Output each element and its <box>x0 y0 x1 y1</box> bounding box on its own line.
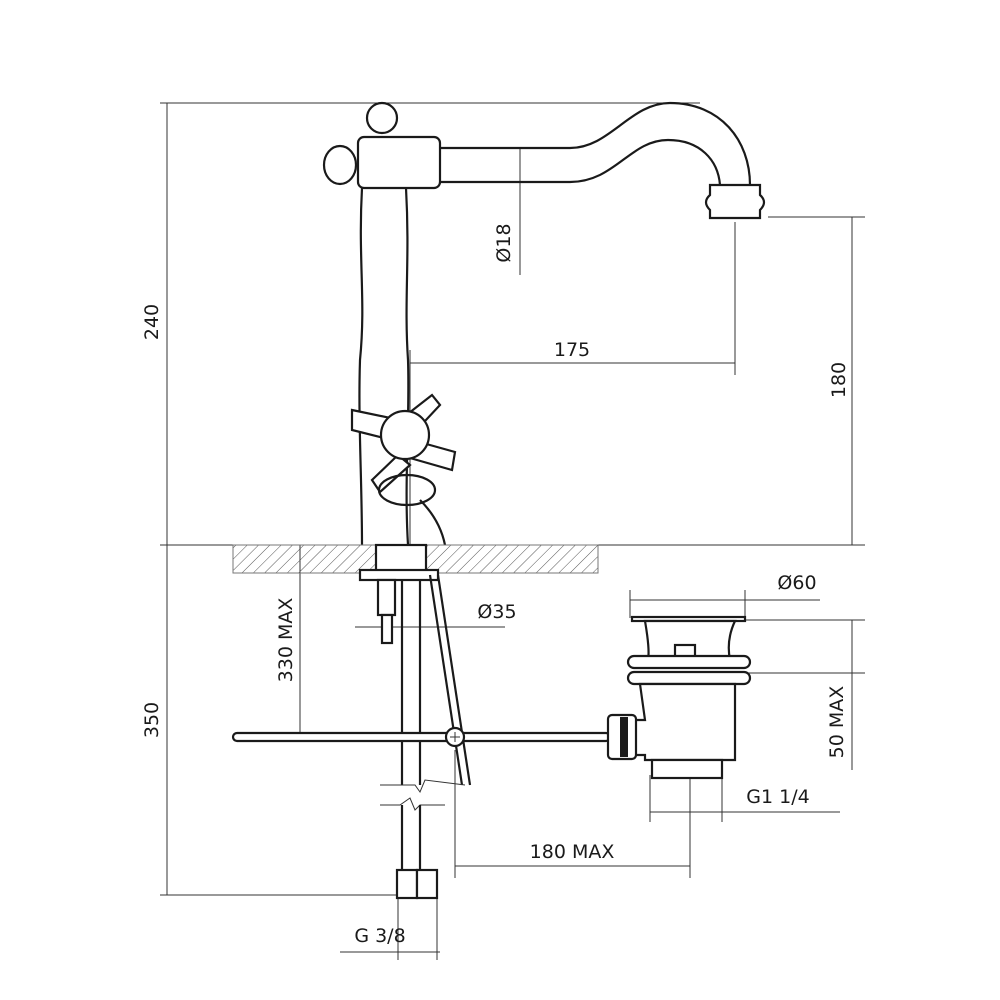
label-175: 175 <box>554 339 590 361</box>
pop-up-drain <box>606 615 752 780</box>
label-g1-1-4: G1 1/4 <box>746 786 809 808</box>
label-d60: Ø60 <box>777 572 816 594</box>
label-g-3-8: G 3/8 <box>354 925 405 947</box>
label-d18: Ø18 <box>493 223 515 262</box>
under-deck-assembly <box>231 543 612 900</box>
label-330-max: 330 MAX <box>275 598 297 683</box>
label-180-max: 180 MAX <box>530 841 615 863</box>
label-180: 180 <box>828 362 850 398</box>
label-50-max: 50 MAX <box>826 686 848 759</box>
faucet-body <box>322 101 766 546</box>
label-d35: Ø35 <box>477 601 516 623</box>
dimension-labels: 240 Ø18 175 180 350 330 MAX Ø35 Ø60 50 M… <box>141 223 850 947</box>
label-240: 240 <box>141 304 163 340</box>
label-350: 350 <box>141 702 163 738</box>
